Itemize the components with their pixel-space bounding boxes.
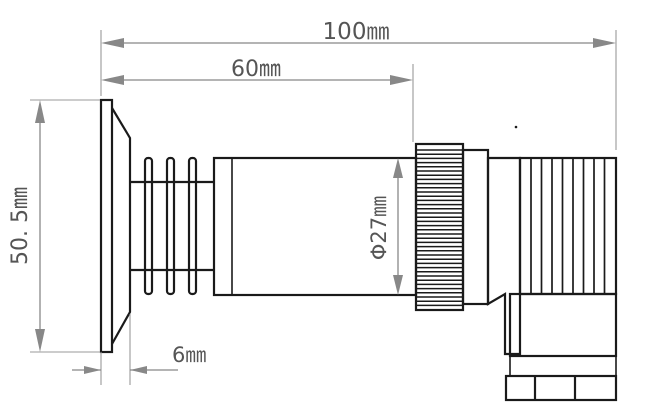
knurled-ring bbox=[414, 142, 465, 312]
dim-flange-height: 50. 5㎜ bbox=[8, 100, 45, 352]
dim-overall-length: 100㎜ bbox=[101, 19, 616, 48]
extension-lines bbox=[30, 30, 617, 385]
flange bbox=[99, 98, 132, 354]
diameter-label: Φ27㎜ bbox=[367, 196, 391, 260]
flange-thickness-label: 6㎜ bbox=[172, 343, 206, 367]
dot-mark bbox=[514, 125, 518, 129]
cooling-fins bbox=[130, 156, 214, 296]
dim-body-length: 60㎜ bbox=[101, 57, 413, 85]
connector-housing bbox=[461, 148, 618, 402]
dim-diameter: Φ27㎜ bbox=[367, 158, 403, 295]
overall-length-label: 100㎜ bbox=[323, 19, 390, 45]
dim-flange-thickness: 6㎜ bbox=[72, 343, 206, 374]
body-length-label: 60㎜ bbox=[231, 57, 281, 82]
flange-height-label: 50. 5㎜ bbox=[8, 187, 33, 265]
